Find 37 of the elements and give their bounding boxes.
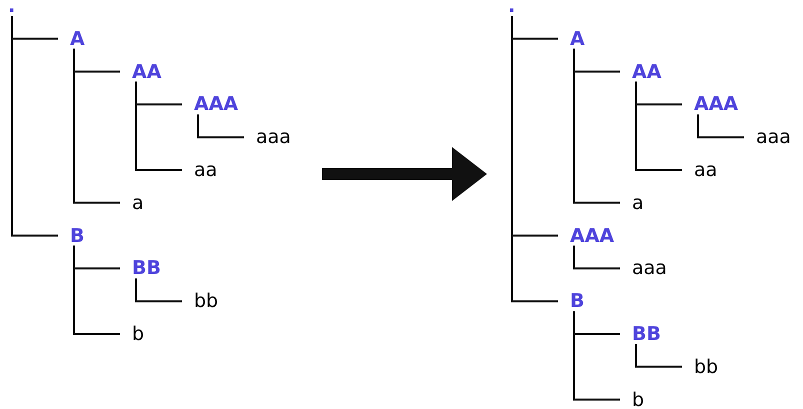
tree-connector xyxy=(635,82,682,171)
file-name: aaa xyxy=(256,126,291,148)
file-name: aaa xyxy=(756,126,791,148)
folder-name: B xyxy=(70,224,84,247)
file-name: aaa xyxy=(632,257,667,280)
folder-name: AA xyxy=(632,60,662,83)
folder-name: . xyxy=(8,0,16,17)
tree-connector xyxy=(73,48,120,204)
file-name: bb xyxy=(694,356,718,378)
tree-connector xyxy=(135,278,182,302)
file-name: a xyxy=(132,192,144,214)
folder-name: B xyxy=(570,290,584,312)
folder-name: AA xyxy=(132,60,162,83)
tree-connector xyxy=(135,82,182,171)
folder-name: AAA xyxy=(194,93,238,116)
tree-connector xyxy=(573,246,620,270)
folder-name: A xyxy=(70,28,85,50)
folder-name: AAA xyxy=(694,93,738,116)
tree-connector xyxy=(573,48,620,204)
file-name: aa xyxy=(194,159,218,181)
tree-connector xyxy=(11,16,58,237)
folder-name: . xyxy=(508,0,516,17)
file-name: a xyxy=(632,192,644,214)
tree-connector xyxy=(511,16,558,302)
file-name: b xyxy=(632,388,644,409)
file-name: bb xyxy=(194,290,218,312)
folder-name: BB xyxy=(632,323,661,345)
tree-connector xyxy=(573,311,620,401)
folder-name: AAA xyxy=(570,224,614,247)
tree-connector xyxy=(73,246,120,335)
tree-connector xyxy=(635,344,682,368)
file-name: aa xyxy=(694,159,718,181)
tree-connector xyxy=(197,114,244,138)
folder-name: BB xyxy=(132,257,161,280)
file-name: b xyxy=(132,323,144,345)
tree-connector xyxy=(697,114,744,138)
folder-name: A xyxy=(570,28,585,50)
